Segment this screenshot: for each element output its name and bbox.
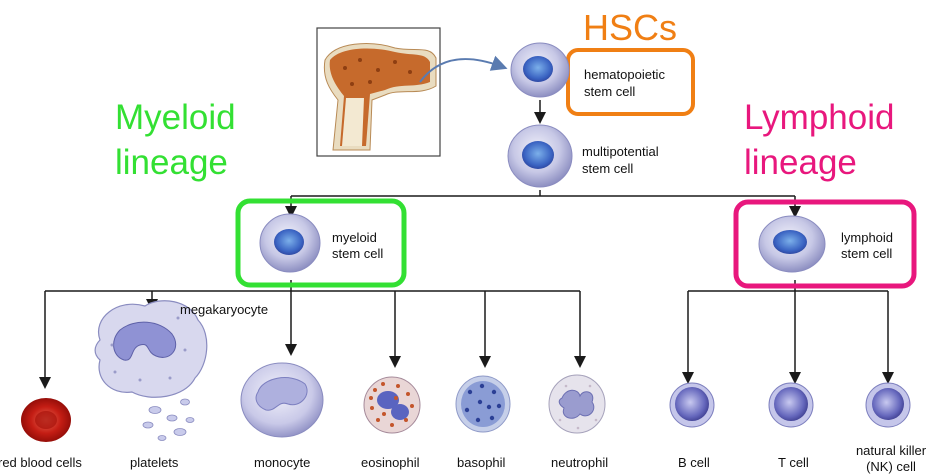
lymphoid-heading-line1: Lymphoid [744, 98, 895, 137]
hsc-highlight-box [566, 48, 695, 116]
red-blood-cell-image [21, 398, 71, 442]
eosinophil-image [363, 376, 421, 434]
platelets-label: platelets [130, 455, 179, 470]
hematopoietic-label-line1: hematopoietic [584, 67, 665, 82]
multipotential-stem-cell-image [507, 124, 573, 188]
neutrophil-label: neutrophil [551, 455, 609, 470]
myeloid-stem-label-line1: myeloid [332, 230, 377, 245]
myeloid-heading-line2: lineage [115, 143, 228, 182]
basophil-label: basophil [457, 455, 506, 470]
myeloid-heading-line1: Myeloid [115, 98, 236, 137]
lymphoid-stem-cell-image [758, 215, 826, 273]
myeloid-highlight-box [235, 198, 407, 288]
b-cell-label: B cell [678, 455, 710, 470]
lineage-connectors [39, 100, 894, 389]
t-cell-label: T cell [778, 455, 809, 470]
myeloid-stem-cell-image [259, 213, 321, 273]
hematopoietic-stem-cell-image [510, 42, 570, 98]
hematopoietic-label-line2: stem cell [584, 84, 636, 99]
monocyte-label: monocyte [254, 455, 311, 470]
nk-cell-label-line2: (NK) cell [866, 459, 916, 474]
megakaryocyte-label: megakaryocyte [180, 302, 269, 317]
neutrophil-image [548, 374, 606, 434]
b-cell-image [669, 382, 715, 428]
basophil-image [455, 375, 511, 433]
bone-illustration [316, 27, 441, 157]
t-cell-image [768, 382, 814, 428]
red-blood-cells-label: red blood cells [0, 455, 82, 470]
nk-cell-image [865, 382, 911, 428]
lymphoid-highlight-box [733, 199, 917, 289]
hscs-heading: HSCs [583, 7, 678, 48]
eosinophil-label: eosinophil [361, 455, 420, 470]
multipotential-label-line1: multipotential [582, 144, 659, 159]
nk-cell-label-line1: natural killer [855, 443, 927, 458]
myeloid-stem-label-line2: stem cell [332, 246, 384, 261]
monocyte-image [240, 362, 324, 438]
platelets-image [142, 398, 195, 441]
lymphoid-stem-label-line2: stem cell [841, 246, 893, 261]
lymphoid-heading-line2: lineage [744, 143, 857, 182]
megakaryocyte-image [94, 300, 208, 398]
lymphoid-stem-label-line1: lymphoid [841, 230, 894, 245]
bone-to-hsc-arrow [419, 55, 508, 83]
multipotential-label-line2: stem cell [582, 161, 634, 176]
